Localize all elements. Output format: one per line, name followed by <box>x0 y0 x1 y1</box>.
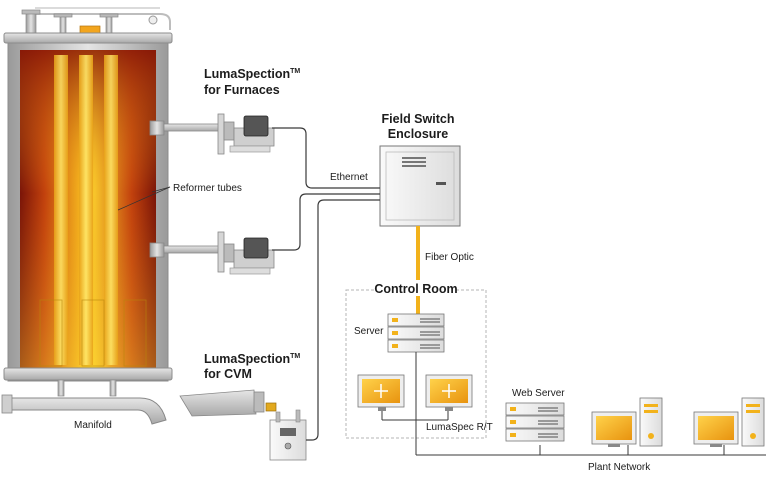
furnace-camera-upper <box>149 113 275 155</box>
lumaspec-rt-monitor <box>425 374 473 411</box>
svg-text:LumaSpectionTM: LumaSpectionTM <box>204 67 300 81</box>
reformer-tube <box>54 55 68 365</box>
web-server <box>505 402 565 442</box>
manifold-pipe <box>1 394 167 425</box>
furnace-camera-lower <box>149 231 275 275</box>
svg-text:Enclosure: Enclosure <box>388 127 448 141</box>
lumaspection-furnaces-label: LumaSpectionTM for Furnaces <box>204 67 300 97</box>
control-room-links <box>381 352 449 455</box>
svg-text:Field Switch: Field Switch <box>382 112 455 126</box>
reformer-furnace <box>3 7 173 397</box>
cvm-camera <box>179 389 277 417</box>
svg-text:for CVM: for CVM <box>204 367 252 381</box>
plant-network-label: Plant Network <box>588 462 651 473</box>
fiber-optic-label: Fiber Optic <box>425 252 474 263</box>
workstation-monitor-left <box>357 374 405 411</box>
svg-text:for Furnaces: for Furnaces <box>204 83 280 97</box>
lumaspection-cvm-label: LumaSpectionTM for CVM <box>204 352 300 381</box>
reformer-tube <box>79 55 93 365</box>
svg-text:LumaSpectionTM: LumaSpectionTM <box>204 352 300 366</box>
web-server-label: Web Server <box>512 388 565 399</box>
reformer-tubes-label: Reformer tubes <box>173 183 242 194</box>
control-room-server <box>387 313 445 353</box>
control-room-label: Control Room <box>374 282 457 296</box>
lumaspec-rt-label: LumaSpec R/T <box>426 422 493 433</box>
plant-workstation <box>591 397 663 447</box>
ethernet-label: Ethernet <box>330 172 368 183</box>
server-label: Server <box>354 326 384 337</box>
cvm-controller-box <box>269 409 307 461</box>
field-switch-label: Field Switch Enclosure <box>382 112 455 141</box>
ethernet-cables <box>272 127 380 441</box>
manifold-label: Manifold <box>74 420 112 431</box>
plant-workstation <box>693 397 765 447</box>
reformer-tube <box>104 55 118 365</box>
field-switch-enclosure <box>379 145 461 227</box>
